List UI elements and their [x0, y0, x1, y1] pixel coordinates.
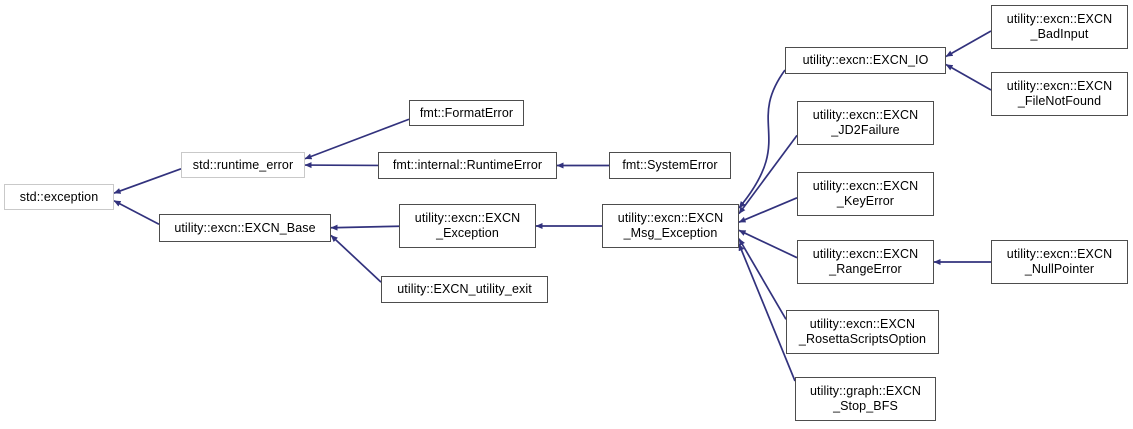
class-node-excn-rosettascriptsoption[interactable]: utility::excn::EXCN _RosettaScriptsOptio…	[786, 310, 939, 354]
class-node-label: std::exception	[19, 189, 99, 204]
class-node-excn-keyerror[interactable]: utility::excn::EXCN _KeyError	[797, 172, 934, 216]
class-node-label: utility::excn::EXCN _FileNotFound	[1006, 79, 1113, 108]
inheritance-edge-excn-rangeerror-to-excn-msg-exception	[738, 229, 798, 259]
inheritance-edge-std-runtime-error-to-std-exception	[113, 168, 182, 194]
class-node-excn-base[interactable]: utility::excn::EXCN_Base	[159, 214, 331, 242]
class-node-label: utility::excn::EXCN_IO	[802, 53, 929, 67]
class-node-excn-utility-exit[interactable]: utility::EXCN_utility_exit	[381, 276, 548, 303]
class-node-label: utility::graph::EXCN _Stop_BFS	[809, 384, 922, 413]
class-node-fmt-format-error[interactable]: fmt::FormatError	[409, 100, 524, 126]
class-node-excn-badinput[interactable]: utility::excn::EXCN _BadInput	[991, 5, 1128, 49]
class-node-std-runtime-error[interactable]: std::runtime_error	[181, 152, 305, 178]
inheritance-edge-excn-exception-to-excn-base	[330, 224, 400, 231]
class-node-label: fmt::internal::RuntimeError	[392, 158, 543, 172]
inheritance-edge-excn-filenotfound-to-excn-io	[945, 63, 992, 91]
class-node-fmt-system-error[interactable]: fmt::SystemError	[609, 152, 731, 179]
class-node-excn-stop-bfs[interactable]: utility::graph::EXCN _Stop_BFS	[795, 377, 936, 421]
class-node-label: utility::excn::EXCN _BadInput	[1006, 12, 1113, 41]
class-node-label: utility::excn::EXCN _Msg_Exception	[617, 211, 724, 240]
class-node-excn-rangeerror[interactable]: utility::excn::EXCN _RangeError	[797, 240, 934, 284]
class-node-label: utility::excn::EXCN _Exception	[414, 211, 521, 240]
inheritance-edge-excn-base-to-std-exception	[113, 199, 160, 226]
class-node-excn-nullpointer[interactable]: utility::excn::EXCN _NullPointer	[991, 240, 1128, 284]
class-node-label: utility::excn::EXCN _RangeError	[812, 247, 919, 276]
inheritance-edge-excn-keyerror-to-excn-msg-exception	[738, 197, 798, 223]
class-node-excn-exception[interactable]: utility::excn::EXCN _Exception	[399, 204, 536, 248]
inheritance-edge-excn-io-to-excn-msg-exception	[738, 69, 786, 209]
inheritance-edge-excn-rosettascriptsoption-to-excn-msg-exception	[738, 238, 787, 320]
class-node-excn-filenotfound[interactable]: utility::excn::EXCN _FileNotFound	[991, 72, 1128, 116]
class-node-label: utility::excn::EXCN _JD2Failure	[812, 108, 919, 137]
class-node-label: utility::excn::EXCN _RosettaScriptsOptio…	[798, 317, 927, 346]
class-node-label: std::runtime_error	[192, 157, 294, 172]
class-node-std-exception[interactable]: std::exception	[4, 184, 114, 210]
class-node-label: fmt::SystemError	[622, 158, 718, 172]
inheritance-edge-excn-utility-exit-to-excn-base	[330, 234, 382, 283]
class-node-excn-jd2failure[interactable]: utility::excn::EXCN _JD2Failure	[797, 101, 934, 145]
class-node-excn-io[interactable]: utility::excn::EXCN_IO	[785, 47, 946, 74]
class-node-excn-msg-exception[interactable]: utility::excn::EXCN _Msg_Exception	[602, 204, 739, 248]
class-node-fmt-runtime-error[interactable]: fmt::internal::RuntimeError	[378, 152, 557, 179]
inheritance-edge-excn-jd2failure-to-excn-msg-exception	[738, 134, 798, 215]
class-node-label: utility::EXCN_utility_exit	[397, 282, 532, 296]
class-node-label: utility::excn::EXCN _KeyError	[812, 179, 919, 208]
class-node-label: utility::excn::EXCN_Base	[174, 220, 316, 235]
class-node-label: utility::excn::EXCN _NullPointer	[1006, 247, 1113, 276]
class-node-label: fmt::FormatError	[419, 105, 514, 120]
inheritance-edge-excn-badinput-to-excn-io	[945, 30, 992, 58]
